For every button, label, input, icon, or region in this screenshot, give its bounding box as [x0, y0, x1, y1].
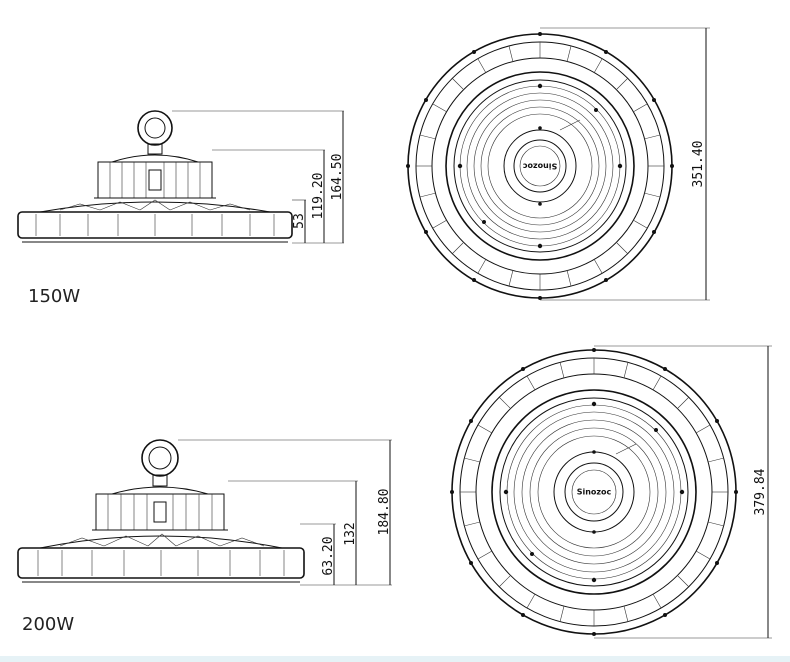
dim-base-height-150w: 53	[292, 213, 307, 229]
segment-ring-200w	[460, 358, 728, 626]
model-label-150w: 150W	[28, 286, 80, 307]
logo-150w: Sinozoc	[522, 162, 557, 171]
dim-diameter-200w: 379.84	[753, 468, 768, 515]
segment-ring-150w	[416, 42, 664, 290]
dim-total-height-150w: 164.50	[330, 154, 345, 201]
bottom-band	[0, 656, 790, 662]
side-view-150w: 164.50 119.20 53	[17, 110, 345, 244]
dim-diameter-150w: 351.40	[691, 141, 706, 188]
dim-housing-height-150w: 119.20	[311, 173, 326, 220]
logo-200w: Sinozoc	[577, 488, 612, 497]
dim-housing-height-200w: 132	[343, 522, 358, 545]
dim-total-height-200w: 184.80	[377, 489, 392, 536]
dim-base-height-200w: 63.20	[321, 536, 336, 575]
top-view-200w: Sinozoc 379.84	[450, 345, 772, 639]
model-label-200w: 200W	[22, 614, 74, 635]
top-view-150w: Sinozoc 351.40	[406, 27, 710, 301]
side-view-200w: 184.80 132 63.20	[17, 439, 392, 586]
